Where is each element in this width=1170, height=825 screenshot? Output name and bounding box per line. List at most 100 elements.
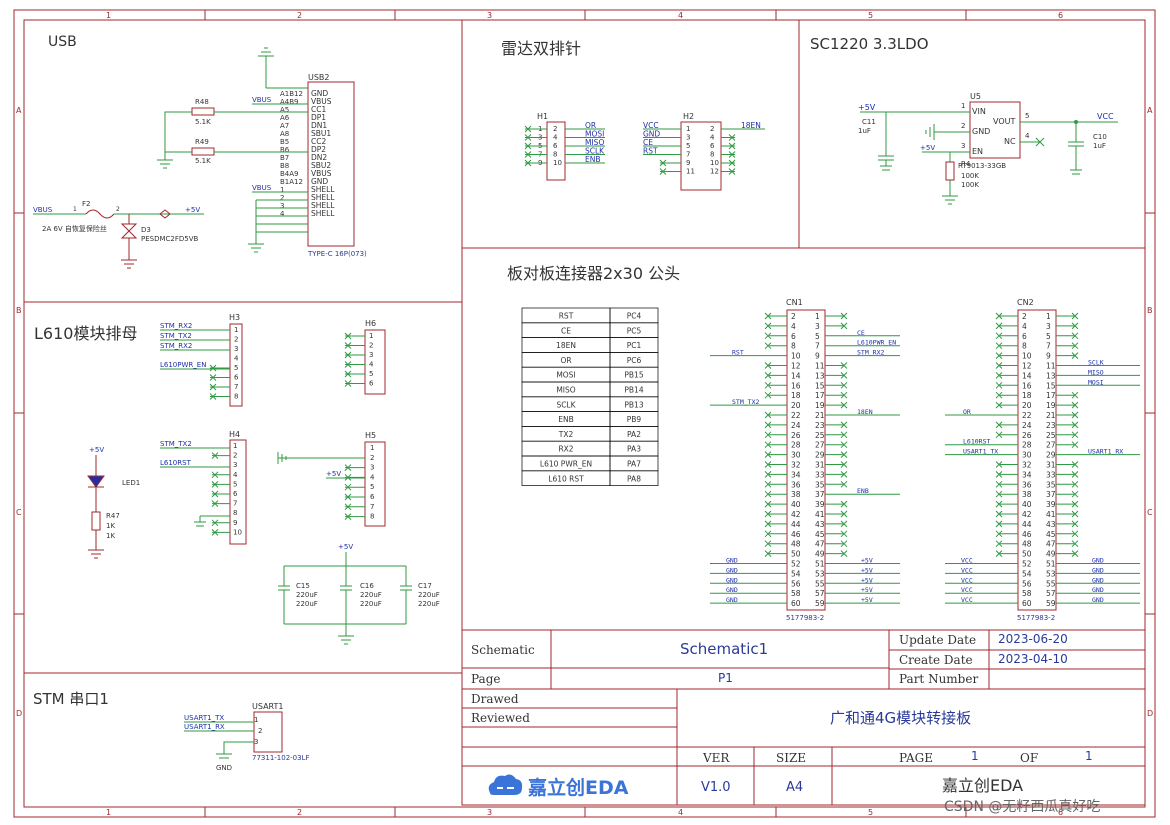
tb-size-value: A4 <box>786 780 803 795</box>
cn2-pin-odd: 1 <box>1046 312 1051 321</box>
no-connect-mark <box>995 500 1003 508</box>
h2-pin-odd: 1 <box>686 125 690 133</box>
h4-net-2: L610RST <box>160 459 192 467</box>
no-connect-mark <box>840 312 848 320</box>
cn1-ref: CN1 <box>786 298 803 307</box>
tb-drawed-label: Drawed <box>471 692 519 706</box>
no-connect-mark <box>1071 332 1079 340</box>
h1-pin-even: 8 <box>553 151 557 159</box>
no-connect-mark <box>840 540 848 548</box>
cn2-left-power-label: VCC <box>961 586 973 594</box>
u5-pin5: 5 <box>1025 112 1029 120</box>
d3-part: PESDMC2FD5VB <box>141 235 199 243</box>
h3-pin-number: 4 <box>234 355 239 363</box>
board-section-title: 板对板连接器2x30 公头 <box>507 264 680 283</box>
h6-pin-number: 5 <box>369 370 373 378</box>
led-5v-label: +5V <box>89 446 104 454</box>
h5-pin-number: 1 <box>370 444 374 452</box>
usb-pin-id: A1B12 <box>280 90 303 98</box>
h4-pin-number: 5 <box>233 480 237 488</box>
cn1-pin-odd: 49 <box>815 550 825 559</box>
pin-table-signal: ENB <box>558 415 574 424</box>
no-connect-mark <box>840 471 848 478</box>
usb-vbus-label-2: VBUS <box>252 184 272 192</box>
no-connect-mark <box>1071 490 1079 498</box>
border-row-right: C <box>1147 508 1153 517</box>
r49-ref: R49 <box>195 138 209 146</box>
h5-pin-number: 2 <box>370 454 374 462</box>
h4-pin-number: 6 <box>233 490 238 498</box>
usb-pin-id: B8 <box>280 162 289 170</box>
cn1-pin-even: 44 <box>791 520 801 529</box>
no-connect-mark <box>344 493 352 501</box>
cn1-left-power-label: GND <box>726 566 738 574</box>
cn1-pin-odd: 11 <box>815 362 825 371</box>
pin-table-signal: CE <box>561 326 571 335</box>
cn1-pin-odd: 23 <box>815 421 825 430</box>
u5-gnd: GND <box>972 127 990 136</box>
cn2-left-net-label: USART1_TX <box>963 448 998 456</box>
cn1-left-net-label: STM_TX2 <box>732 398 759 406</box>
no-connect-mark <box>840 461 848 468</box>
tb-schematic-value: Schematic1 <box>680 640 768 658</box>
tb-schematic-label: Schematic <box>471 643 535 657</box>
fuse-pin1: 1 <box>73 206 77 213</box>
cn2-pin-even: 14 <box>1022 371 1032 380</box>
h2-net-label: VCC <box>643 121 659 130</box>
usb-pin-name: CC1 <box>311 105 326 114</box>
no-connect-mark <box>211 481 219 488</box>
c15-ref: C15 <box>296 582 310 590</box>
no-connect-mark <box>344 361 352 368</box>
tb-of-label: OF <box>1020 751 1038 765</box>
cn2-pin-even: 56 <box>1022 579 1032 588</box>
h5-pin-number: 7 <box>370 503 374 511</box>
pin-table-port: PC5 <box>627 326 642 335</box>
cn1-pin-odd: 19 <box>815 401 825 410</box>
no-connect-mark <box>211 500 219 507</box>
border-row-right: A <box>1147 106 1153 115</box>
usb-pin-id: A6 <box>280 114 290 122</box>
r4-value-1: 100K <box>961 172 979 180</box>
no-connect-mark <box>840 441 848 449</box>
usart1-part: 77311-102-03LF <box>252 754 310 762</box>
u5-ref: U5 <box>970 92 981 101</box>
cn1-pin-even: 38 <box>791 490 801 499</box>
cn1-pin-odd: 35 <box>815 480 825 489</box>
cn2-pin-odd: 49 <box>1046 550 1056 559</box>
usb-pin-id: 3 <box>280 202 284 210</box>
cn1-pin-even: 40 <box>791 500 801 509</box>
h3-pin-number: 1 <box>234 326 238 334</box>
led-ref: LED1 <box>122 479 140 487</box>
no-connect-mark <box>764 342 772 350</box>
cn1-pin-even: 10 <box>791 352 801 361</box>
c10-ref: C10 <box>1093 133 1107 141</box>
cn1-pin-odd: 33 <box>815 470 825 479</box>
pin-table-port: PA8 <box>627 474 641 483</box>
no-connect-mark <box>344 342 352 349</box>
tb-pg-value: 1 <box>971 749 979 763</box>
cn1-right-power-label: +5V <box>861 586 873 594</box>
no-connect-mark <box>840 520 848 528</box>
cn1-pin-even: 16 <box>791 381 801 390</box>
h2-pin-even: 8 <box>710 151 714 159</box>
pin-table-port: PB9 <box>627 415 642 424</box>
no-connect-mark <box>995 550 1003 557</box>
h2-pin-even: 6 <box>710 142 715 150</box>
c17-ref: C17 <box>418 582 432 590</box>
h1-net-label: MOSI <box>585 130 604 139</box>
pin-table-signal: MOSI <box>556 371 575 380</box>
cn1-pin-odd: 29 <box>815 451 825 460</box>
no-connect-mark <box>1071 471 1079 478</box>
cn2-left-power-label: VCC <box>961 596 973 604</box>
cn1-pin-odd: 55 <box>815 579 825 588</box>
usb-pin-id: B1A12 <box>280 178 303 186</box>
border-col-bottom: 4 <box>678 808 683 817</box>
no-connect-mark <box>524 125 532 133</box>
tb-of-value: 1 <box>1085 749 1093 763</box>
cn2-pin-even: 44 <box>1022 520 1032 529</box>
cn2-pin-odd: 13 <box>1046 371 1056 380</box>
no-connect-mark <box>995 352 1003 359</box>
cn1-right-power-label: +5V <box>861 596 873 604</box>
